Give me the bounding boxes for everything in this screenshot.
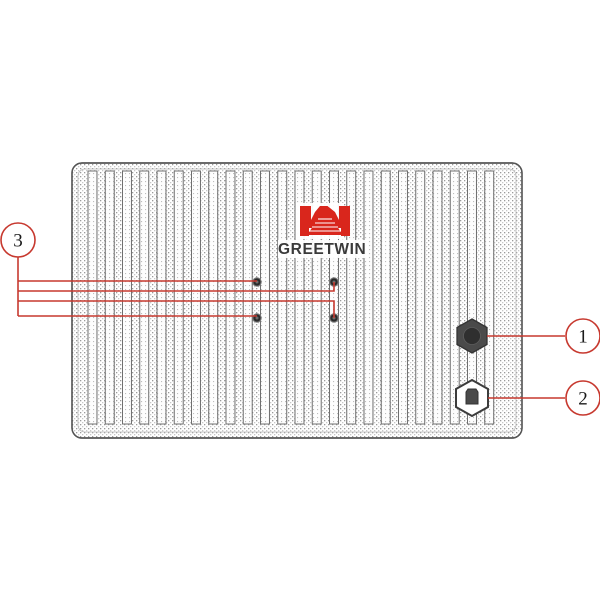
heat-sink-fin	[122, 170, 132, 425]
heat-sink-fin	[449, 170, 460, 425]
logo-strata	[309, 218, 341, 232]
heat-sink-fin	[87, 170, 98, 425]
callout-label: 1	[578, 327, 588, 348]
callout-circle	[0, 222, 36, 258]
heat-sink-fin	[156, 170, 167, 425]
heat-sink-fin	[191, 170, 201, 425]
callout-3[interactable]: 3	[0, 222, 36, 258]
heat-sink-fin	[104, 170, 115, 425]
heat-sink-fin	[242, 170, 253, 425]
brand-text: GREETWIN	[278, 241, 366, 258]
heat-sink-fin	[208, 170, 219, 425]
heat-sink-fin	[484, 170, 495, 425]
callout-leader-lines	[17, 257, 565, 399]
leader-branch-3c	[18, 300, 335, 318]
heat-sink-fin	[225, 170, 236, 425]
heat-sink-fins	[87, 170, 495, 425]
callout-label: 3	[13, 231, 23, 252]
hex-antenna-connector[interactable]	[456, 318, 488, 354]
heat-sink-fin	[173, 170, 184, 425]
heat-sink-fin	[260, 170, 270, 425]
heat-sink-fin	[277, 170, 288, 425]
hex-power-connector[interactable]	[455, 378, 489, 418]
heat-sink-fin	[294, 170, 305, 425]
heat-sink-fin	[329, 170, 339, 425]
antenna-center-hole	[463, 327, 481, 345]
brand-name: GREETWIN	[278, 240, 368, 258]
greetwin-logo	[296, 203, 350, 239]
leader-branch-3b	[18, 282, 335, 292]
heat-sink-fin	[139, 170, 150, 425]
heat-sink-fin	[380, 170, 391, 425]
led-highlight	[255, 316, 259, 320]
heat-sink-fin	[363, 170, 374, 425]
callout-circles: 1 2 3	[0, 222, 600, 416]
callout-2[interactable]: 2	[565, 380, 600, 416]
callout-1[interactable]: 1	[565, 318, 600, 354]
callout-circle	[565, 380, 600, 416]
heat-sink-fin	[398, 170, 408, 425]
heat-sink-fin	[311, 170, 322, 425]
heat-sink-fin	[415, 170, 426, 425]
heat-sink-fin	[346, 170, 357, 425]
callout-label: 2	[578, 389, 588, 410]
power-port-inner	[465, 388, 479, 405]
logo-triangle	[307, 209, 343, 235]
heat-sink-fin	[467, 170, 477, 425]
heat-sink-fin	[432, 170, 443, 425]
callout-circle	[565, 318, 600, 354]
